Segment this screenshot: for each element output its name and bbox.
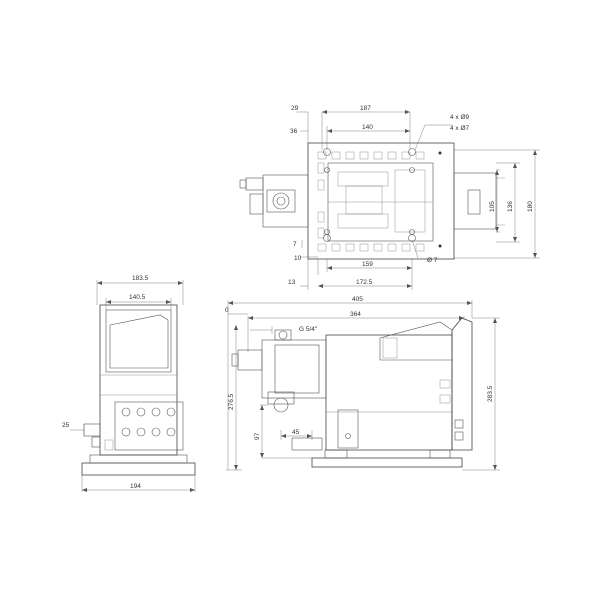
top-base-plate (307, 142, 455, 260)
dim-183-5: 183.5 (132, 275, 149, 282)
dim-holes9: 4 x Ø9 (450, 114, 470, 121)
dim-140: 140 (362, 124, 373, 131)
dim-thread: G 5/4" (299, 326, 318, 333)
side-pump-head (261, 339, 327, 399)
dim-136: 136 (507, 201, 514, 212)
dim-364: 364 (350, 311, 361, 318)
side-motor-body (325, 334, 453, 451)
front-dimensions (70, 280, 196, 492)
front-body (99, 304, 178, 456)
dim-283-5: 283.5 (487, 385, 494, 402)
top-pump-head (262, 174, 309, 228)
dim-276-5: 276.5 (228, 393, 235, 410)
dim-140-5: 140.5 (129, 294, 146, 301)
side-base-plate (311, 457, 463, 468)
top-view: 29 187 36 140 4 x Ø9 4 x Ø7 105 136 180 … (239, 105, 540, 290)
dim-187: 187 (360, 105, 371, 112)
dim-194: 194 (130, 483, 141, 490)
side-dimensions (226, 300, 500, 471)
front-base-plate (81, 462, 196, 476)
side-connector-box (451, 317, 473, 451)
dim-405: 405 (352, 296, 363, 303)
mounting-holes (323, 148, 442, 248)
dim-10: 10 (294, 255, 302, 262)
dim-159: 159 (362, 261, 373, 268)
dim-172-5: 172.5 (356, 279, 373, 286)
top-dimensions (296, 110, 540, 290)
side-view: 0 405 364 G 5/4" 276.5 283.5 97 45 (225, 296, 500, 471)
dim-25: 25 (62, 422, 70, 429)
front-connector-panel (114, 401, 184, 451)
dim-36: 36 (290, 128, 298, 135)
dim-180: 180 (527, 201, 534, 212)
dim-dia7: Ø 7 (427, 257, 438, 264)
dim-29: 29 (291, 105, 299, 112)
dim-105: 105 (489, 201, 496, 212)
top-grid-slots (317, 151, 425, 252)
dim-7: 7 (293, 241, 297, 248)
front-view: 183.5 140.5 25 194 (62, 275, 196, 492)
dim-13: 13 (288, 279, 296, 286)
dim-45: 45 (292, 429, 300, 436)
dim-holes7: 4 x Ø7 (450, 125, 470, 132)
dim-97: 97 (254, 432, 261, 440)
dim-0: 0 (225, 307, 229, 314)
top-connector-box (453, 172, 497, 230)
